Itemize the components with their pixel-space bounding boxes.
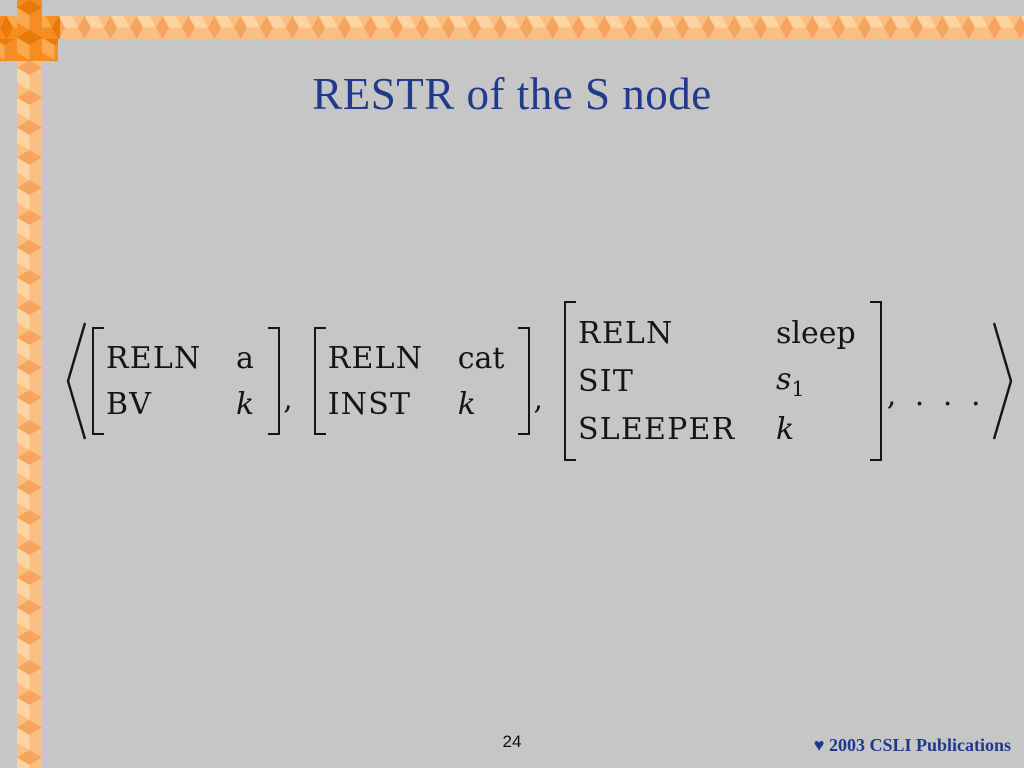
open-angle-bracket-icon (66, 322, 87, 440)
page-number: 24 (502, 732, 522, 751)
attr-value: cat (457, 340, 505, 376)
avm-row: INST k (328, 381, 517, 427)
page-title: RESTR of the S node (312, 69, 712, 119)
avm-row: RELN a (106, 335, 266, 381)
avm-matrix-cat: RELN cat INST k (313, 327, 531, 435)
avm-row: BV k (106, 381, 266, 427)
attr-label: RELN (578, 315, 674, 351)
avm-matrix-a: RELN a BV k (92, 327, 281, 435)
avm-matrix-sleep: RELN sleep SIT s1 SLEEPER k (564, 301, 882, 461)
left-square-bracket (313, 327, 326, 435)
right-square-bracket (869, 301, 882, 461)
avm-row: SIT s1 (578, 357, 868, 405)
attr-value: a (236, 340, 254, 376)
avm-rows: RELN a BV k (104, 327, 268, 435)
restr-formula: RELN a BV k , RELN cat INST k (62, 300, 1017, 462)
attr-label: SLEEPER (578, 411, 736, 447)
situation-variable-subscript: 1 (791, 376, 805, 401)
attr-label: RELN (106, 340, 202, 376)
attr-label: SIT (578, 363, 635, 399)
attr-value: k (776, 411, 795, 447)
separator-comma: , (283, 381, 293, 417)
left-square-bracket (92, 327, 104, 435)
attr-value: k (236, 386, 255, 422)
ellipsis: , . . . (886, 377, 981, 413)
right-square-bracket (518, 327, 531, 435)
avm-rows: RELN sleep SIT s1 SLEEPER k (576, 301, 870, 461)
attr-label: BV (106, 386, 153, 422)
avm-rows: RELN cat INST k (326, 327, 519, 435)
right-square-bracket (268, 327, 281, 435)
avm-row: SLEEPER k (578, 405, 868, 453)
avm-row: RELN cat (328, 335, 517, 381)
attr-value: s1 (776, 362, 816, 401)
close-angle-bracket-icon (992, 322, 1012, 440)
separator-comma: , (533, 381, 544, 417)
attr-value: k (457, 386, 476, 422)
situation-variable: s (776, 361, 792, 397)
left-square-bracket (564, 301, 577, 461)
attr-value: sleep (776, 315, 856, 351)
attr-label: RELN (327, 340, 424, 376)
avm-row: RELN sleep (578, 309, 868, 357)
copyright-notice: ♥ 2003 CSLI Publications (813, 735, 1011, 755)
attr-label: INST (327, 386, 412, 422)
